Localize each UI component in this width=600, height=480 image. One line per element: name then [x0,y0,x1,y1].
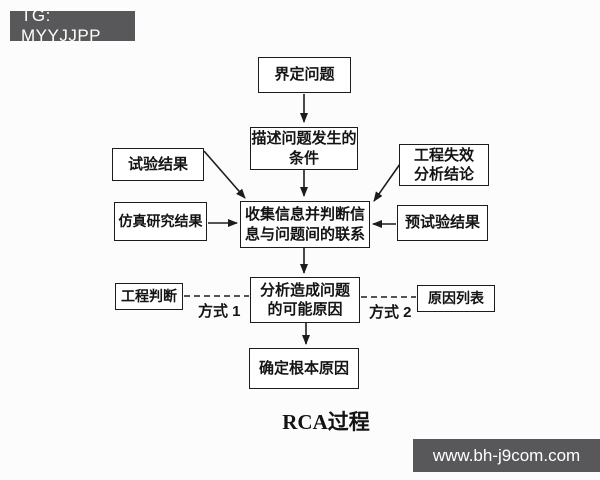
edge-label-method-1: 方式 1 [198,303,241,320]
node-test-results: 试验结果 [112,148,204,181]
arrow-failure-to-collect [373,163,401,202]
node-simulation-results: 仿真研究结果 [114,202,207,241]
node-failure-analysis: 工程失效 分析结论 [399,144,489,186]
node-collect-info: 收集信息并判断信 息与问题间的联系 [240,201,370,248]
arrow-test-to-collect [203,150,246,199]
node-analyze-causes: 分析造成问题 的可能原因 [250,277,360,323]
tag-badge: TG: MYYJJPP [10,6,135,45]
node-describe-conditions: 描述问题发生的 条件 [250,127,358,170]
edge-label-method-2: 方式 2 [369,304,412,321]
diagram-caption: RCA过程 [282,410,370,434]
watermark-url: www.bh-j9com.com [413,439,600,472]
node-pretest-results: 预试验结果 [397,205,488,241]
node-cause-list: 原因列表 [417,285,495,312]
node-define-problem: 界定问题 [258,57,351,93]
node-determine-root-cause: 确定根本原因 [249,348,359,389]
node-engineering-judgment: 工程判断 [115,283,183,310]
